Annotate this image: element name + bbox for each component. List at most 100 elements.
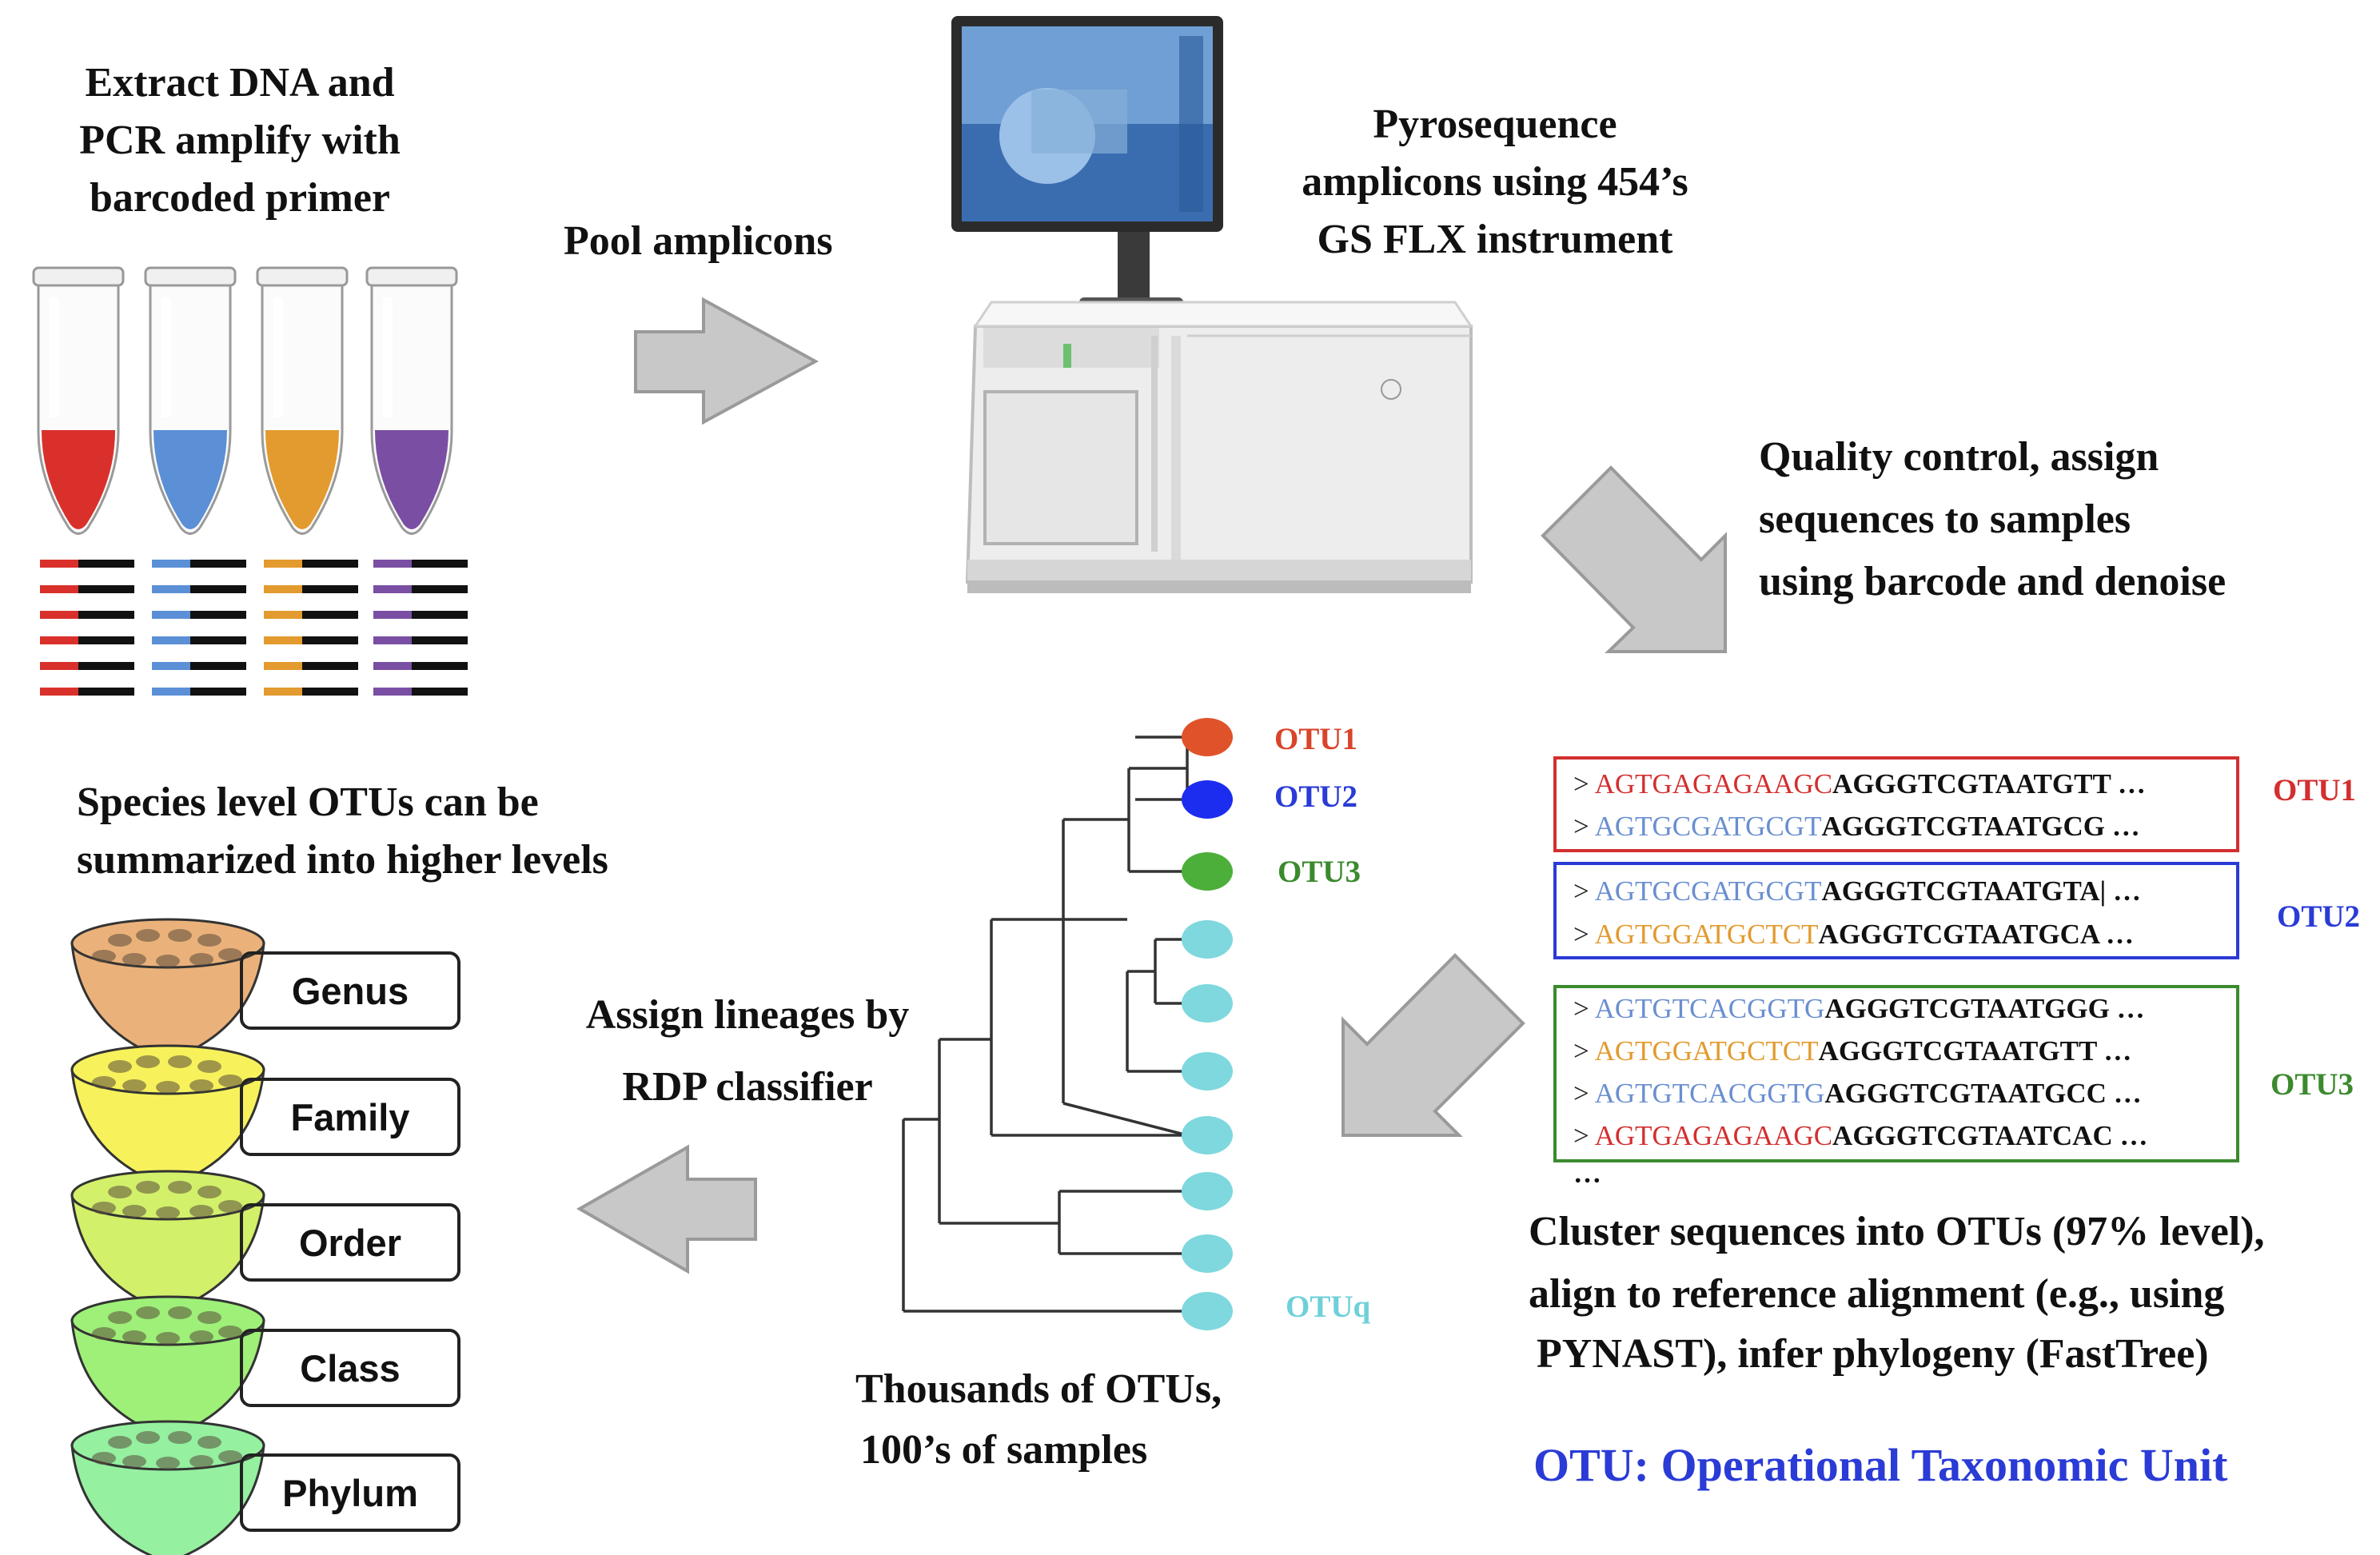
barcoded-primers [40,560,468,696]
funnel-hole [136,929,160,942]
summary-caption: Species level OTUs can be summarized int… [77,774,608,889]
primer-barcode [373,611,412,619]
sequence-barcode: AGTGTCACGGTG [1594,993,1825,1024]
sequence-tail: AGGGTCGTAATGTT … [1832,768,2146,799]
sequence-prefix: > [1573,1035,1595,1067]
funnel-cone [70,1444,265,1555]
funnel-hole [122,1330,146,1343]
sequence-row: > AGTGTCACGGTGAGGGTCGTAATGCC … [1573,1078,2142,1110]
tube-cap [256,266,349,287]
primer-strand [190,636,246,644]
tree-label-otuq: OTUq [1286,1290,1371,1324]
tree-leaves [1182,718,1233,1330]
rank-order: Order [240,1203,460,1282]
phylogenetic-tree [902,736,1189,1313]
funnel-hole [218,1450,242,1463]
sequence-barcode: AGTGTCACGGTG [1594,1078,1825,1109]
pcr-tube [32,266,125,535]
funnel-hole [168,1181,192,1194]
primer-strand [302,585,358,593]
sequence-barcode: AGTGCGATGCGT [1594,811,1822,842]
funnel-hole [136,1055,160,1068]
primer-barcode [40,585,78,593]
tree-leaf [1182,780,1233,819]
primer-barcode [373,688,412,696]
primer-strand [190,662,246,670]
cluster-line-2: align to reference alignment (e.g., usin… [1529,1271,2225,1317]
sequence-tail: AGGGTCGTAATGTA| … [1821,875,2141,907]
primer-barcode [40,688,78,696]
primer-strand [302,560,358,568]
pcr-tube [256,266,349,535]
tree-leaf [1182,984,1233,1023]
funnel-hole [92,1202,116,1214]
otu2-group-label: OTU2 [2277,899,2361,934]
primer-strand [412,688,468,696]
funnel-hole [197,1311,221,1324]
cluster-caption: Cluster sequences into OTUs (97% level),… [1529,1201,2265,1383]
rank-class: Class [240,1329,460,1407]
qc-line-2: sequences to samples [1759,496,2131,542]
primer-barcode [152,688,190,696]
funnel-hole [197,1186,221,1198]
tree-caption: Thousands of OTUs, 100’s of samples [855,1359,1222,1481]
qc-caption: Quality control, assign sequences to sam… [1759,426,2226,613]
primer-barcode [373,636,412,644]
primer-barcode [40,611,78,619]
sequence-prefix: > [1573,811,1595,842]
funnel-hole [122,1079,146,1092]
primer-strand [78,585,134,593]
summary-line-1: Species level OTUs can be [77,779,539,825]
tube-highlight [50,297,59,417]
funnel-hole [189,1205,213,1218]
primer-barcode [373,560,412,568]
funnel-hole [108,1060,132,1073]
tree-label-otu3: OTU3 [1278,855,1361,889]
arrow-pool [634,297,819,425]
sequence-row: > AGTGAGAGAAGCAGGGTCGTAATGTT … [1573,768,2146,800]
primer-strand [190,585,246,593]
assign-line-2: RDP classifier [622,1064,873,1110]
funnel-hole [136,1306,160,1319]
funnel-hole [92,1076,116,1089]
primer-barcode [264,585,302,593]
tube-sample [375,430,448,529]
sequence-row: > AGTGTCACGGTGAGGGTCGTAATGGG … [1573,993,2145,1025]
sequence-row: > AGTGCGATGCGTAGGGTCGTAATGCG … [1573,811,2140,843]
pool-caption: Pool amplicons [564,218,833,264]
primer-barcode [40,662,78,670]
tree-label-otu1: OTU1 [1274,722,1358,756]
tube-highlight [273,297,283,417]
sequence-row: > AGTGAGAGAAGCAGGGTCGTAATCAC … [1573,1120,2147,1152]
sequence-row: > AGTGGATGCTCTAGGGTCGTAATGTT … [1573,1035,2131,1067]
otu1-box [1553,756,2239,852]
sequence-barcode: AGTGGATGCTCT [1594,919,1819,950]
funnel-hole [189,953,213,966]
funnel-hole [108,1186,132,1198]
funnel-hole [122,1455,146,1468]
rank-phylum: Phylum [240,1453,460,1532]
primer-strand [412,662,468,670]
funnel-hole [108,934,132,947]
sequence-prefix: > [1573,993,1595,1024]
sequence-prefix: > [1573,1120,1595,1151]
funnel-hole [197,1060,221,1073]
primer-strand [302,662,358,670]
funnel-hole [168,1306,192,1319]
rank-genus: Genus [240,951,460,1030]
tree-caption-line-2: 100’s of samples [860,1427,1148,1473]
funnel-hole [92,1452,116,1465]
sequence-tail: AGGGTCGTAATGGG … [1824,993,2145,1024]
primer-strand [302,611,358,619]
primer-strand [78,611,134,619]
primer-barcode [40,636,78,644]
pcr-tube [144,266,237,535]
funnel-hole [92,950,116,963]
funnel-hole [122,1205,146,1218]
primer-barcode [152,560,190,568]
sequence-tail: AGGGTCGTAATGCA … [1818,919,2134,950]
primer-strand [412,585,468,593]
sequence-prefix: > [1573,768,1595,799]
tube-sample [153,430,227,529]
funnel-hole [156,1332,180,1345]
